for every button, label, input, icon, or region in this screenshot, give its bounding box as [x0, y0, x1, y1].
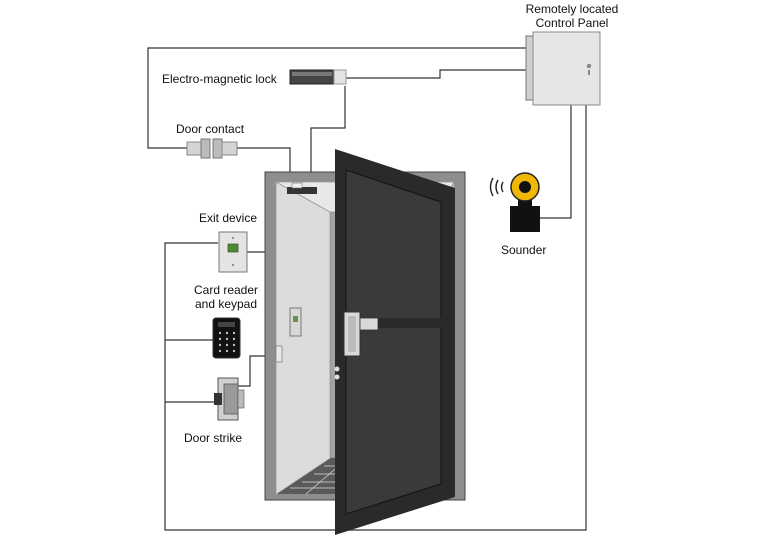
wire-door-contact-frame — [237, 147, 291, 182]
wire-panel-loop — [164, 104, 587, 531]
wire-panel-door-contact — [147, 47, 530, 149]
wire-panel-em-lock — [345, 69, 530, 79]
wire-panel-sounder — [540, 104, 572, 219]
card-reader-label-line2: and keypad — [194, 297, 258, 311]
sound-waves-icon — [489, 177, 504, 197]
card-reader-keypad — [212, 317, 241, 359]
card-reader-label: Card reader and keypad — [186, 283, 266, 311]
control-panel-label-line2: Control Panel — [535, 16, 609, 30]
door-contact-label: Door contact — [176, 122, 245, 136]
exit-device — [218, 231, 248, 273]
em-lock-device — [289, 69, 347, 85]
sounder-device — [489, 172, 540, 232]
door-leaf — [334, 149, 455, 535]
em-lock-label: Electro-magnetic lock — [162, 72, 277, 86]
door-strike-label: Door strike — [184, 431, 243, 445]
door-contact-device — [186, 138, 238, 159]
wire-em-lock-frame — [310, 86, 346, 186]
door-strike-device — [214, 377, 245, 421]
wiring — [147, 47, 587, 531]
control-panel-label-line1: Remotely located — [525, 2, 619, 16]
control-panel — [525, 31, 601, 106]
exit-device-label: Exit device — [199, 211, 258, 225]
control-panel-label: Remotely located Control Panel — [520, 2, 624, 30]
sounder-label: Sounder — [501, 243, 547, 257]
card-reader-label-line1: Card reader — [193, 283, 259, 297]
